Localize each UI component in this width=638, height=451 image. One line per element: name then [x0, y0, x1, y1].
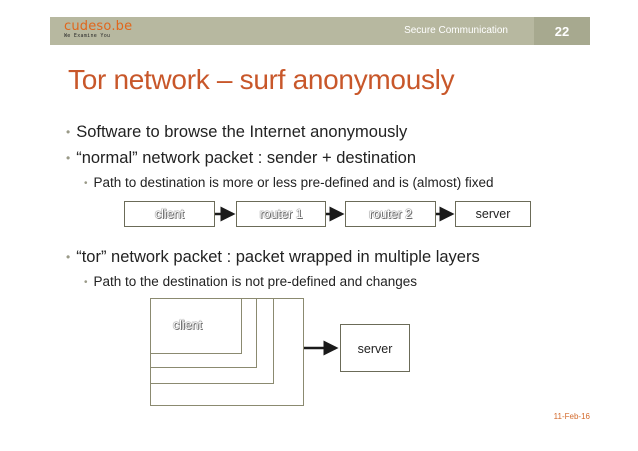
sub-bullet-3-1-text: Path to the destination is not pre-defin… — [93, 274, 417, 289]
node-router-1: router 1 — [236, 201, 326, 227]
header-bar: cudeso.be We Examine You Secure Communic… — [50, 17, 590, 45]
tor-layer-1 — [150, 298, 242, 354]
tor-server: server — [340, 324, 410, 372]
bullet-2-text: “normal” network packet : sender + desti… — [76, 149, 416, 167]
bullet-3-text: “tor” network packet : packet wrapped in… — [76, 248, 480, 266]
bullet-1-text: Software to browse the Internet anonymou… — [76, 123, 408, 141]
node-client: client — [124, 201, 215, 227]
sub-bullet-3-1: • Path to the destination is not pre-defi… — [84, 274, 417, 289]
node-router-2: router 2 — [345, 201, 436, 227]
logo: cudeso.be We Examine You — [64, 20, 132, 39]
bullet-dot: • — [66, 125, 71, 139]
bullet-dot: • — [66, 250, 71, 264]
bullet-2: • “normal” network packet : sender + dest… — [66, 149, 416, 168]
slide-title: Tor network – surf anonymously — [68, 64, 455, 95]
bullet-1: • Software to browse the Internet anonymo… — [66, 123, 407, 142]
node-server: server — [455, 201, 531, 227]
header-title: Secure Communication — [404, 25, 508, 36]
bullet-dot: • — [84, 178, 88, 189]
sub-bullet-2-1: • Path to destination is more or less pre… — [84, 175, 493, 190]
footer-date: 11-Feb-16 — [553, 412, 590, 421]
sub-bullet-2-1-text: Path to destination is more or less pre-… — [93, 175, 494, 190]
bullet-3: • “tor” network packet : packet wrapped i… — [66, 248, 480, 267]
page-number: 22 — [534, 17, 590, 45]
tor-client-label: client — [172, 318, 203, 332]
bullet-dot: • — [84, 277, 88, 288]
bullet-dot: • — [66, 151, 71, 165]
logo-text: cudeso.be — [64, 19, 133, 34]
logo-tagline: We Examine You — [64, 33, 111, 39]
